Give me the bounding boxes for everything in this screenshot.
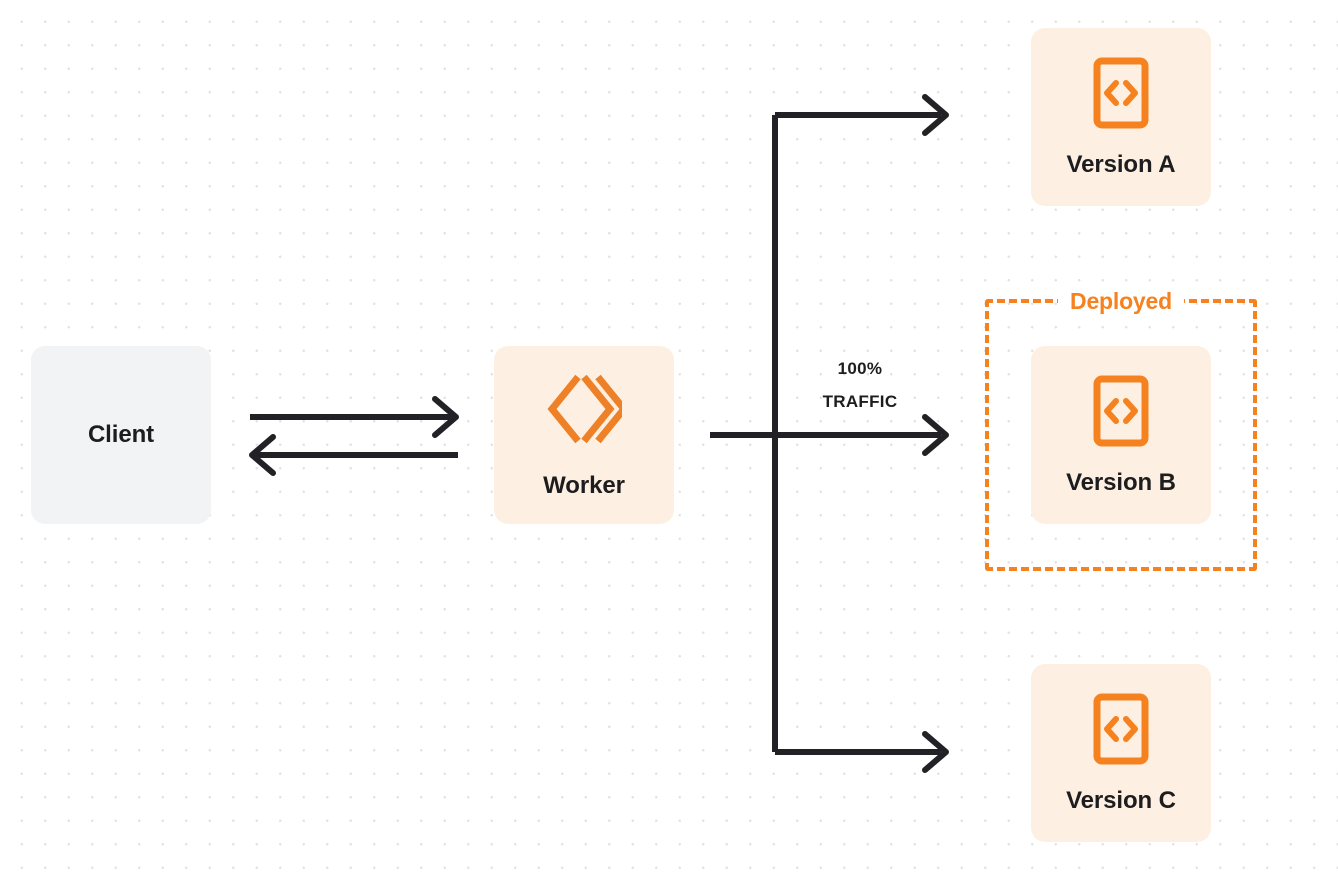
node-version-c-label: Version C (1066, 786, 1176, 814)
traffic-percent: 100% (837, 359, 883, 378)
code-document-icon (1092, 692, 1150, 771)
node-client[interactable]: Client (31, 346, 211, 524)
node-version-a-label: Version A (1066, 150, 1176, 178)
code-document-icon (1092, 56, 1150, 135)
node-version-b-label: Version B (1066, 468, 1176, 496)
node-version-c[interactable]: Version C (1031, 664, 1211, 842)
cloudflare-workers-logo-icon (546, 371, 629, 452)
code-document-icon (1092, 374, 1150, 453)
deployed-group-label: Deployed (1058, 288, 1184, 315)
node-version-b[interactable]: Version B (1031, 346, 1211, 524)
node-worker[interactable]: Worker (494, 346, 674, 524)
traffic-word: TRAFFIC (822, 392, 898, 412)
traffic-label: 100% TRAFFIC (790, 352, 930, 418)
node-version-a[interactable]: Version A (1031, 28, 1211, 206)
node-client-label: Client (87, 421, 155, 448)
node-worker-label: Worker (543, 471, 625, 499)
deployed-group: Deployed (985, 288, 1257, 571)
